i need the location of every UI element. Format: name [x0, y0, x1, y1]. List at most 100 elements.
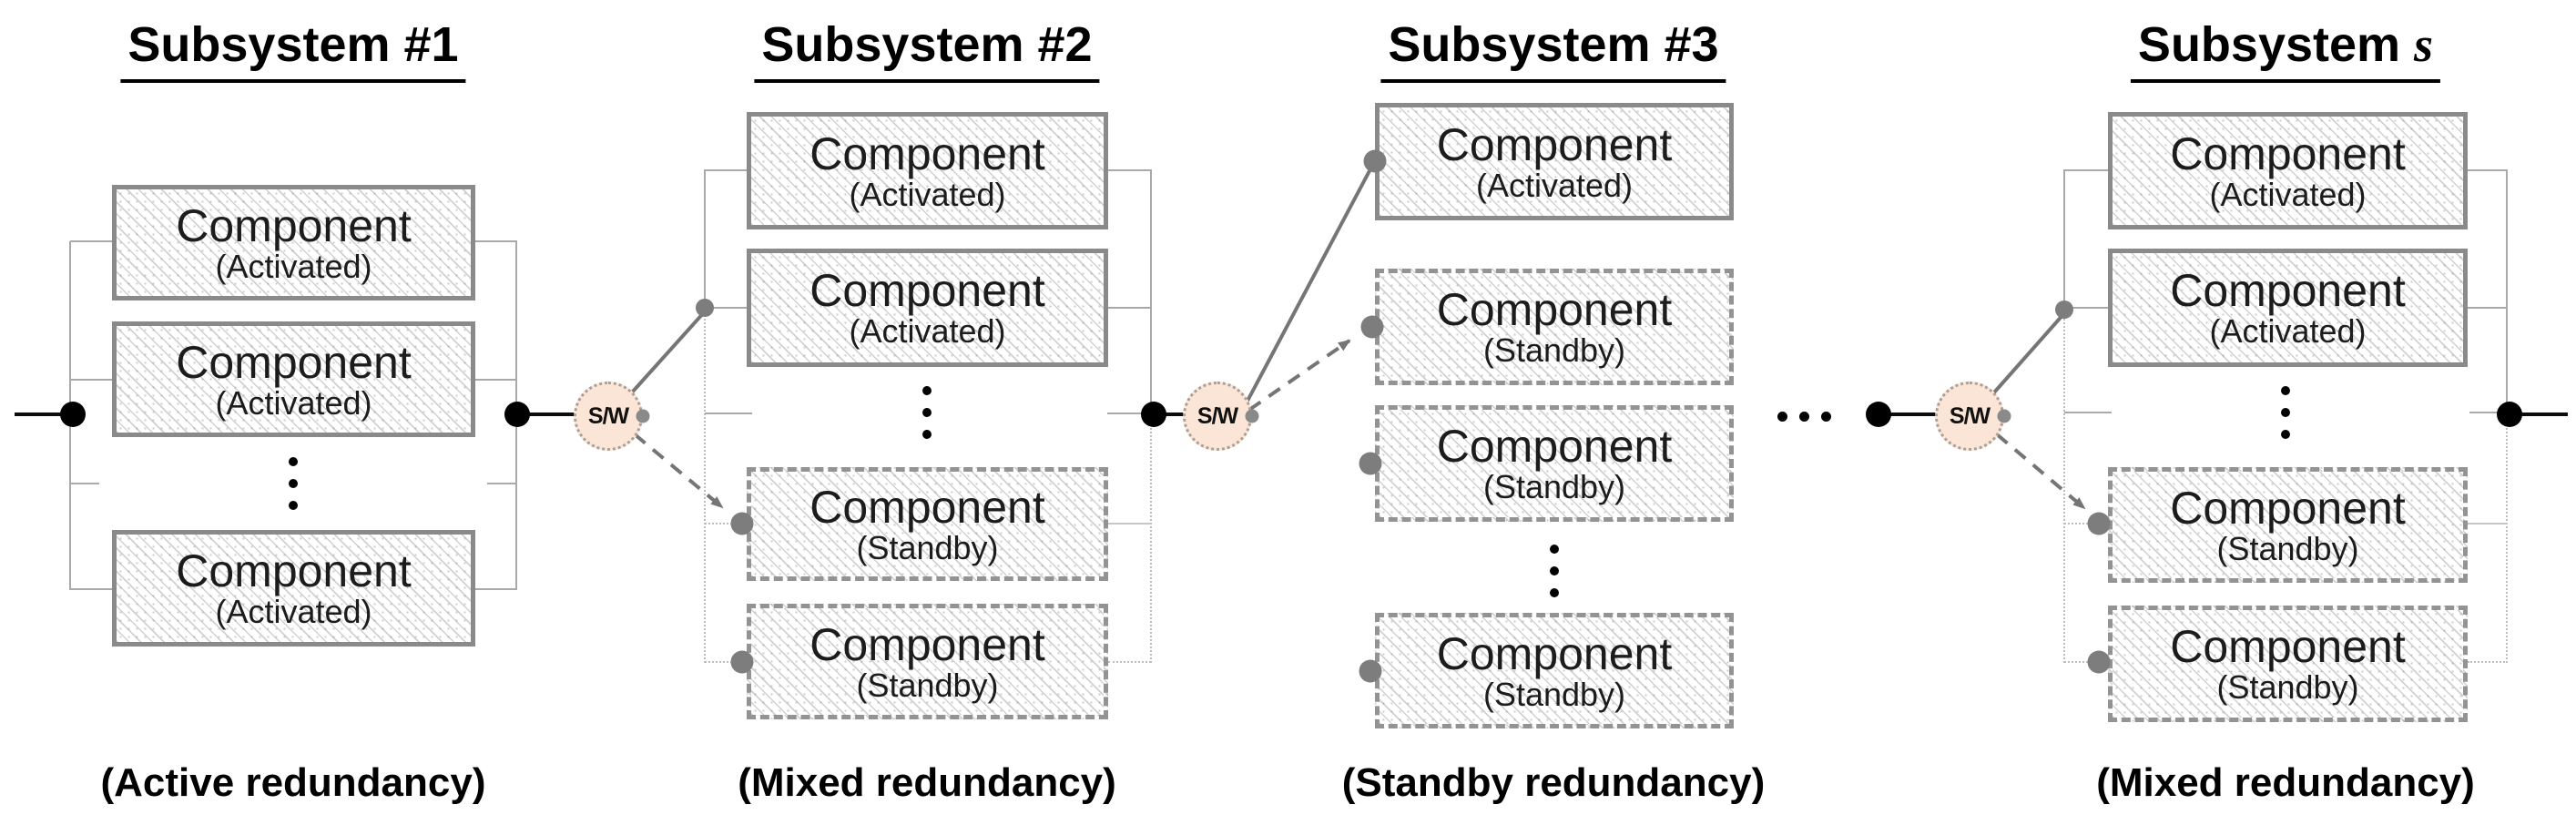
switch-sw-icon: S/W [1935, 382, 2004, 451]
component-box-standby: Component (Standby) [747, 467, 1108, 581]
connection-node [60, 402, 86, 427]
connector-line-standby [705, 661, 732, 663]
connection-node [1141, 402, 1166, 427]
connector-stub [487, 483, 516, 484]
component-state-label: (Standby) [856, 528, 999, 566]
connector-line [475, 379, 517, 381]
component-box-standby: Component (Standby) [747, 604, 1108, 719]
component-state-label: (Activated) [215, 247, 372, 285]
standby-connection-dot [2087, 650, 2111, 674]
redundancy-label: (Mixed redundancy) [2096, 760, 2475, 805]
subsystem-s-title-var: s [2414, 17, 2434, 72]
connector-line [705, 307, 747, 309]
connector-line-standby [2064, 523, 2088, 525]
main-line-s3-ss [1890, 412, 1938, 416]
vertical-ellipsis [2281, 386, 2290, 439]
connector-line [70, 240, 112, 242]
connector-stub [1107, 412, 1151, 414]
connector-line [475, 588, 517, 590]
component-state-label: (Activated) [849, 175, 1006, 213]
switch-line-active [1992, 311, 2067, 394]
component-box-activated: Component (Activated) [747, 112, 1108, 229]
component-state-label: (Activated) [215, 593, 372, 631]
redundancy-label: (Standby redundancy) [1341, 760, 1766, 805]
connection-node [2497, 402, 2522, 427]
switch-sw-icon: S/W [574, 382, 643, 451]
vertical-ellipsis [1550, 545, 1559, 597]
standby-connection-dot [2087, 512, 2111, 535]
bus-line-right [1150, 169, 1152, 414]
connector-line [705, 169, 747, 171]
component-state-label: (Activated) [1475, 166, 1634, 204]
connector-line [2468, 307, 2508, 309]
standby-connection-dot [1360, 315, 1384, 339]
connector-line [70, 588, 112, 590]
junction-dot [696, 299, 714, 317]
connector-stub [705, 412, 752, 414]
connector-line [2468, 169, 2508, 171]
component-label: Component [2170, 482, 2406, 534]
component-box-standby: Component (Standby) [1375, 269, 1734, 385]
connector-stub [2469, 412, 2508, 413]
subsystem-s-title: Subsystem s [2130, 16, 2441, 83]
switch-line-active [1244, 165, 1374, 405]
switch-line-standby-arrow [1247, 339, 1351, 412]
standby-connection-dot [1359, 452, 1382, 475]
component-label: Component [176, 545, 412, 597]
connector-line [70, 379, 112, 381]
component-state-label: (Activated) [2209, 175, 2367, 213]
bus-line-left [704, 169, 706, 309]
switch-line-standby-arrow [633, 433, 724, 509]
component-box-standby: Component (Standby) [2108, 606, 2468, 722]
component-state-label: (Standby) [1482, 675, 1626, 713]
component-box-standby: Component (Standby) [1375, 405, 1734, 522]
component-state-label: (Standby) [2216, 529, 2359, 567]
component-box-activated: Component (Activated) [747, 249, 1108, 367]
bus-line-left [2063, 169, 2065, 311]
subsystem-1-title: Subsystem #1 [120, 16, 466, 83]
component-box-activated: Component (Activated) [112, 530, 475, 647]
bus-line-left-standby [704, 309, 706, 663]
component-state-label: (Standby) [856, 666, 999, 704]
component-label: Component [1436, 284, 1673, 336]
connector-line [475, 240, 517, 242]
main-line-input [15, 412, 73, 416]
connector-line [2064, 307, 2108, 309]
component-box-activated: Component (Activated) [2108, 112, 2468, 229]
connector-line-standby [1108, 523, 1151, 525]
component-label: Component [2170, 265, 2406, 317]
component-label: Component [176, 199, 412, 251]
connector-stub [2064, 412, 2112, 413]
connector-stub [70, 483, 99, 484]
vertical-ellipsis [289, 457, 298, 510]
component-state-label: (Activated) [2209, 312, 2367, 351]
connection-node [504, 402, 530, 427]
component-state-label: (Activated) [215, 383, 372, 422]
component-label: Component [1436, 118, 1673, 170]
component-box-standby: Component (Standby) [1375, 613, 1734, 728]
standby-connection-dot [730, 650, 754, 674]
redundancy-label: (Mixed redundancy) [738, 760, 1116, 805]
component-label: Component [809, 127, 1045, 179]
vertical-ellipsis [922, 386, 932, 439]
standby-connection-dot [1363, 149, 1387, 173]
component-box-activated: Component (Activated) [2108, 249, 2468, 367]
component-label: Component [1436, 627, 1673, 679]
main-line-output [2510, 412, 2568, 416]
subsystem-s-title-prefix: Subsystem [2137, 17, 2415, 72]
connector-line-standby [2468, 523, 2508, 525]
bus-line-right-standby [1150, 414, 1152, 663]
component-state-label: (Activated) [849, 312, 1006, 351]
component-label: Component [2170, 127, 2406, 179]
connection-node [1866, 402, 1891, 427]
standby-connection-dot [1359, 659, 1382, 683]
component-box-activated: Component (Activated) [112, 321, 475, 437]
subsystem-2-title: Subsystem #2 [754, 16, 1100, 83]
bus-line-right-standby [2506, 414, 2508, 663]
connector-line-standby [705, 523, 732, 525]
component-label: Component [1436, 421, 1673, 473]
switch-output-dot [1245, 409, 1259, 423]
connector-line-standby [2468, 661, 2508, 663]
